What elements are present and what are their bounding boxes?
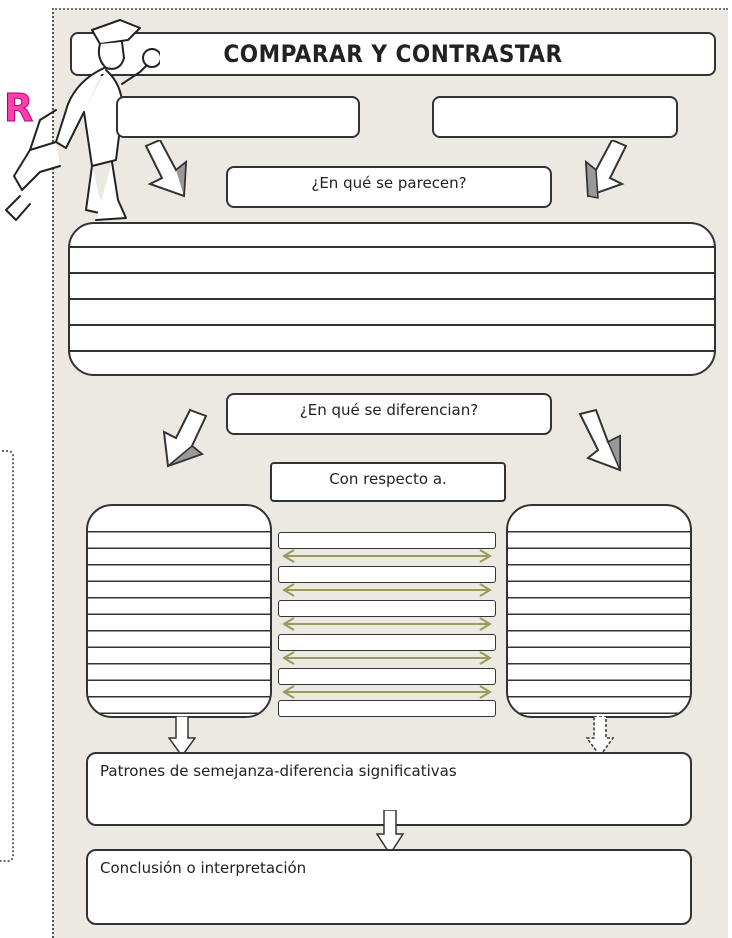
conclusion-box[interactable]: Conclusión o interpretación [86, 849, 692, 925]
criteria-bar[interactable] [278, 634, 496, 651]
detective-illustration [5, 19, 160, 221]
similarities-lines[interactable] [68, 222, 716, 376]
criteria-bar[interactable] [278, 532, 496, 549]
item-b-differences[interactable] [506, 504, 692, 718]
criteria-label-box: Con respecto a. [270, 462, 506, 502]
double-arrow-icon [282, 549, 492, 699]
criteria-bar[interactable] [278, 668, 496, 685]
down-arrow-icon [168, 716, 196, 758]
similarities-label-box: ¿En qué se parecen? [226, 166, 552, 208]
patterns-label: Patrones de semejanza-diferencia signifi… [100, 762, 457, 780]
down-arrow-icon [584, 140, 628, 199]
similarities-label: ¿En qué se parecen? [311, 174, 467, 192]
item-a-box[interactable] [116, 96, 360, 138]
conclusion-label: Conclusión o interpretación [100, 859, 307, 877]
down-arrow-icon [144, 140, 188, 198]
criteria-bar[interactable] [278, 566, 496, 583]
side-panel [0, 450, 14, 862]
down-arrow-icon [586, 716, 614, 758]
differences-label-box: ¿En qué se diferencian? [226, 393, 552, 435]
side-letter: R [3, 86, 34, 131]
criteria-label: Con respecto a. [329, 470, 447, 488]
item-b-box[interactable] [432, 96, 678, 138]
criteria-bar[interactable] [278, 600, 496, 617]
page-title: COMPARAR Y CONTRASTAR [223, 40, 563, 68]
down-arrow-icon [162, 408, 208, 468]
item-a-differences[interactable] [86, 504, 272, 718]
down-arrow-icon [376, 810, 404, 856]
differences-label: ¿En qué se diferencian? [299, 401, 479, 419]
down-arrow-icon [578, 408, 621, 472]
title-banner: COMPARAR Y CONTRASTAR [70, 32, 716, 76]
criteria-bar[interactable] [278, 700, 496, 717]
